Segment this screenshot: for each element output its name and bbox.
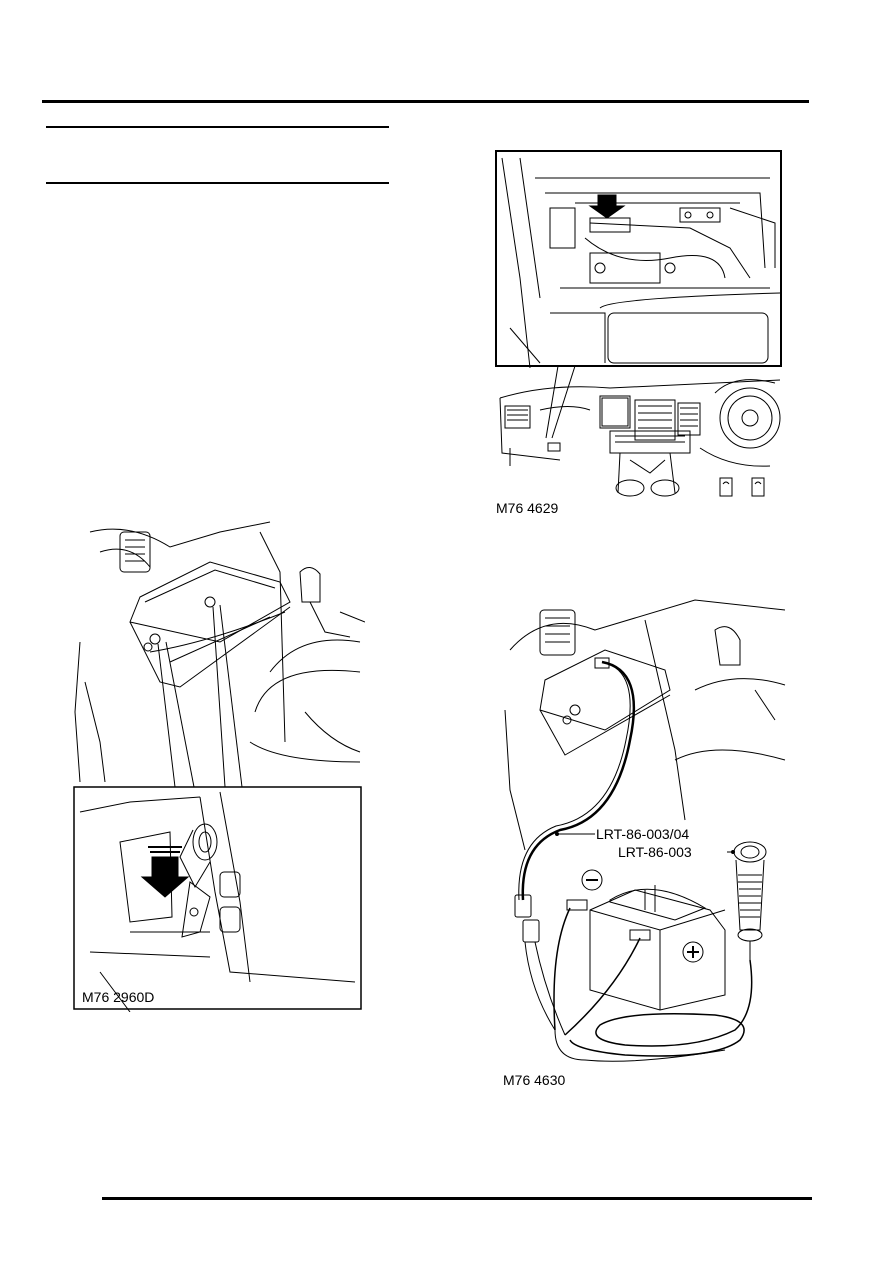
section-rule-bottom bbox=[46, 182, 389, 184]
figure-caption: M76 4629 bbox=[496, 500, 559, 516]
callout-harness: LRT-86-003/04 bbox=[595, 826, 691, 842]
battery-test-illustration bbox=[504, 599, 786, 1062]
callout-lamp: LRT-86-003 bbox=[617, 844, 693, 860]
figure-dashboard: M76 4629 bbox=[490, 148, 790, 518]
header-rule bbox=[42, 100, 809, 103]
footer-rule bbox=[102, 1197, 812, 1200]
glovebox-illustration bbox=[73, 521, 365, 1012]
figure-caption: M76 4630 bbox=[503, 1072, 566, 1088]
dashboard-illustration bbox=[495, 150, 782, 497]
figure-glovebox: M76 2960D bbox=[70, 512, 365, 1012]
figure-caption: M76 2960D bbox=[82, 989, 155, 1005]
figure-battery-test: LRT-86-003/04 LRT-86-003 M76 4630 bbox=[495, 590, 795, 1100]
callout-leaders bbox=[555, 832, 735, 854]
section-rule-top bbox=[46, 126, 389, 128]
